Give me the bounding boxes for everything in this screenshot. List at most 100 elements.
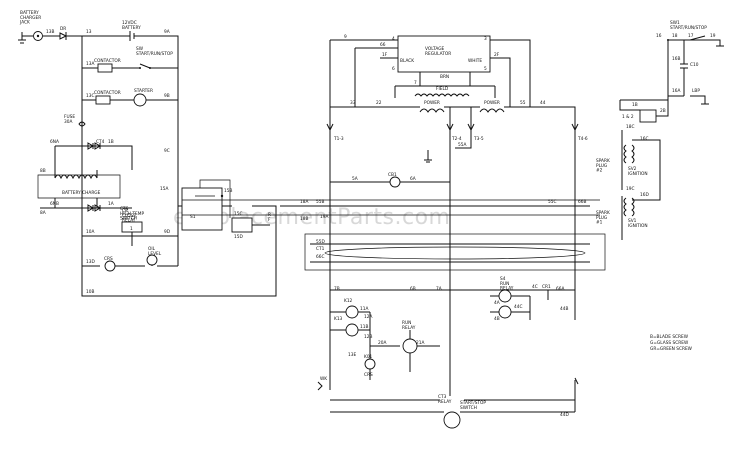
label-w66: 66 [380, 42, 386, 48]
cr1-relay [498, 305, 512, 319]
label-t1: T1-3 [333, 136, 344, 142]
label-w6: 6 [392, 66, 395, 72]
label-t4: T4-6 [577, 136, 588, 142]
label-w16: 16 [656, 33, 662, 39]
label-w9a: 9A [164, 29, 170, 35]
cr-close-relay [181, 187, 223, 231]
label-w4c: 4C [532, 284, 538, 290]
label-w1b2: 1B [632, 102, 638, 108]
label-w22: 22 [376, 100, 382, 106]
label-w15c: 15C [234, 211, 242, 217]
label-w8a: 8A [40, 210, 46, 216]
label-w44b: 44B [560, 306, 568, 312]
label-w44c: 44C [514, 304, 522, 310]
label-w1f: 1F [382, 52, 388, 58]
label-w55d: 55D [316, 239, 325, 245]
label-w15d: 15D [234, 234, 243, 240]
label-w9: 9 [344, 34, 347, 40]
crs-ko1 [364, 358, 376, 370]
label-w55: 55 [520, 100, 526, 106]
contactor-coil-top [97, 63, 113, 73]
ct-busbar [304, 233, 606, 271]
label-w18b: 18B [300, 216, 308, 222]
cb1-breaker [389, 176, 401, 188]
label-w16a: 16A [672, 88, 680, 94]
label-w4a: 4A [494, 300, 500, 306]
label-w4: 4 [392, 36, 395, 42]
label-w16b: 16B [672, 56, 680, 62]
label-w44: 44 [540, 100, 546, 106]
label-w19c: 19C [626, 186, 634, 192]
label-w33: 33 [350, 100, 356, 106]
label-w13a: 13A [86, 61, 94, 67]
label-wk: WK [320, 376, 327, 382]
label-crs2: CRS [364, 372, 373, 378]
label-w21a: 21A [416, 340, 424, 346]
label-w6a2: 6A [410, 176, 416, 182]
start-stop-switch [443, 411, 461, 429]
label-jack-wire: 13B [46, 29, 54, 35]
label-w20a: 20A [378, 340, 386, 346]
label-dbat: DR [60, 26, 66, 32]
label-w11b: 11B [360, 324, 368, 330]
legend-blade-screw: B=BLADE SCREW [650, 334, 689, 340]
label-k12: K12 [344, 298, 353, 304]
label-w16d: 16D [640, 192, 649, 198]
label-crs: CRS [104, 256, 113, 262]
label-w10a: 10A [86, 229, 94, 235]
label-w12a: 12A [364, 314, 372, 320]
label-w7: 7 [414, 80, 417, 86]
label-lp: LBP [692, 88, 700, 94]
label-w55b: 55B [316, 199, 324, 205]
s4-run-relay [498, 289, 512, 303]
label-w13e: 13E [348, 352, 356, 358]
legend-green-screw: GR=GREEN SCREW [650, 346, 693, 352]
label-w18c: 18C [626, 124, 634, 130]
label-w16c: 16C [640, 136, 648, 142]
label-s1: S1 [190, 214, 196, 220]
label-white: WHITE [468, 58, 482, 64]
label-w13: 13 [86, 29, 92, 35]
label-w66c: 66C [316, 254, 324, 260]
label-w2f: 2F [494, 52, 500, 58]
label-ct4: CT4 [96, 139, 105, 145]
label-ko1: K01 [364, 354, 373, 360]
label-w7a: 7A [436, 286, 442, 292]
label-w10b: 10B [86, 289, 94, 295]
contactor-coil-mid [95, 95, 111, 105]
label-contactor-mid: CONTACTOR [94, 90, 121, 96]
label-w55a: 55A [458, 142, 466, 148]
label-w4b: 4B [494, 316, 500, 322]
label-w18: 18 [672, 33, 678, 39]
label-black: BLACK [400, 58, 414, 64]
label-w6a: 6NA [50, 139, 59, 145]
label-w55c: 55C [548, 199, 556, 205]
label-w15a: 15A [160, 186, 168, 192]
left-control-section [18, 31, 277, 297]
crs-switch [104, 260, 116, 272]
label-c10: C10 [690, 62, 699, 68]
label-w9b: 9B [164, 93, 170, 99]
label-w15b: 15B [224, 188, 232, 194]
label-w66a: 66A [556, 286, 564, 292]
label-w1b: 1B [108, 139, 114, 145]
label-k13: K13 [334, 316, 343, 322]
label-w6b: 6NB [50, 201, 59, 207]
